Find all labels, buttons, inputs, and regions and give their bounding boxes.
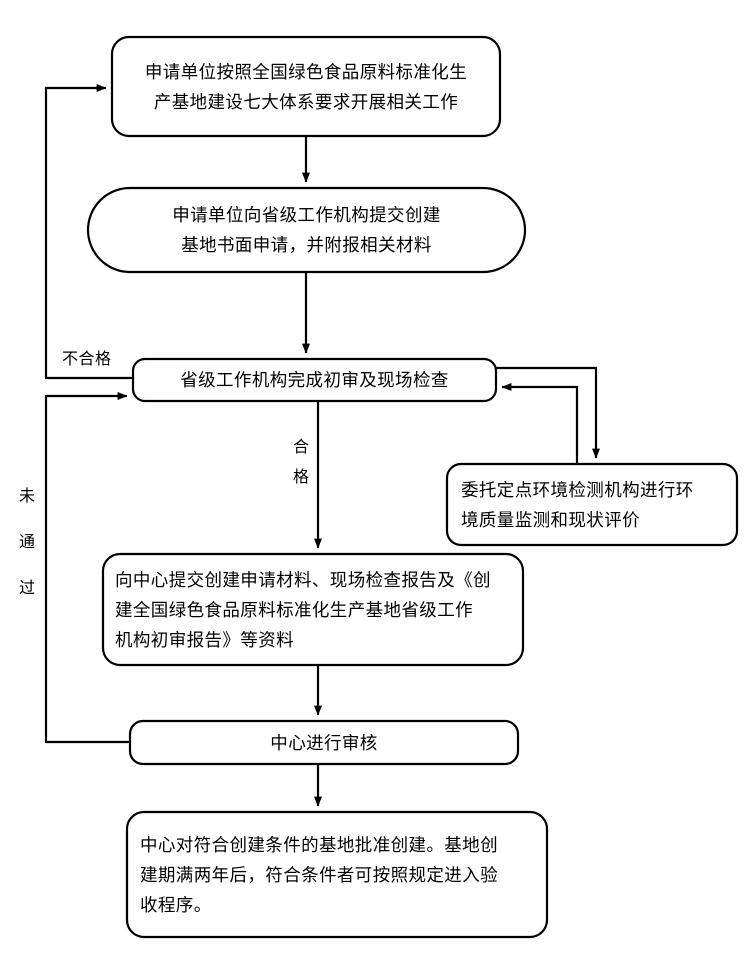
edge-n6-to-n3-notapproved [44,392,130,744]
node-n3-shape [131,357,498,403]
edge-label-pass-initial-review: 合格 [290,438,307,498]
edge-n3-to-n4 [496,366,600,459]
node-n4-shape [445,462,739,547]
edge-label-not-approved: 未通过 [16,487,33,625]
node-n6-shape [128,719,520,766]
edge-label-fail-initial-review: 不合格 [62,351,112,368]
node-n5-shape [101,552,525,667]
node-n7-shape [125,810,549,939]
node-n2-shape [86,186,527,274]
node-n1-shape [110,35,502,138]
edge-n4-to-n3 [501,383,579,464]
edge-n3-to-n1-fail [44,84,133,380]
